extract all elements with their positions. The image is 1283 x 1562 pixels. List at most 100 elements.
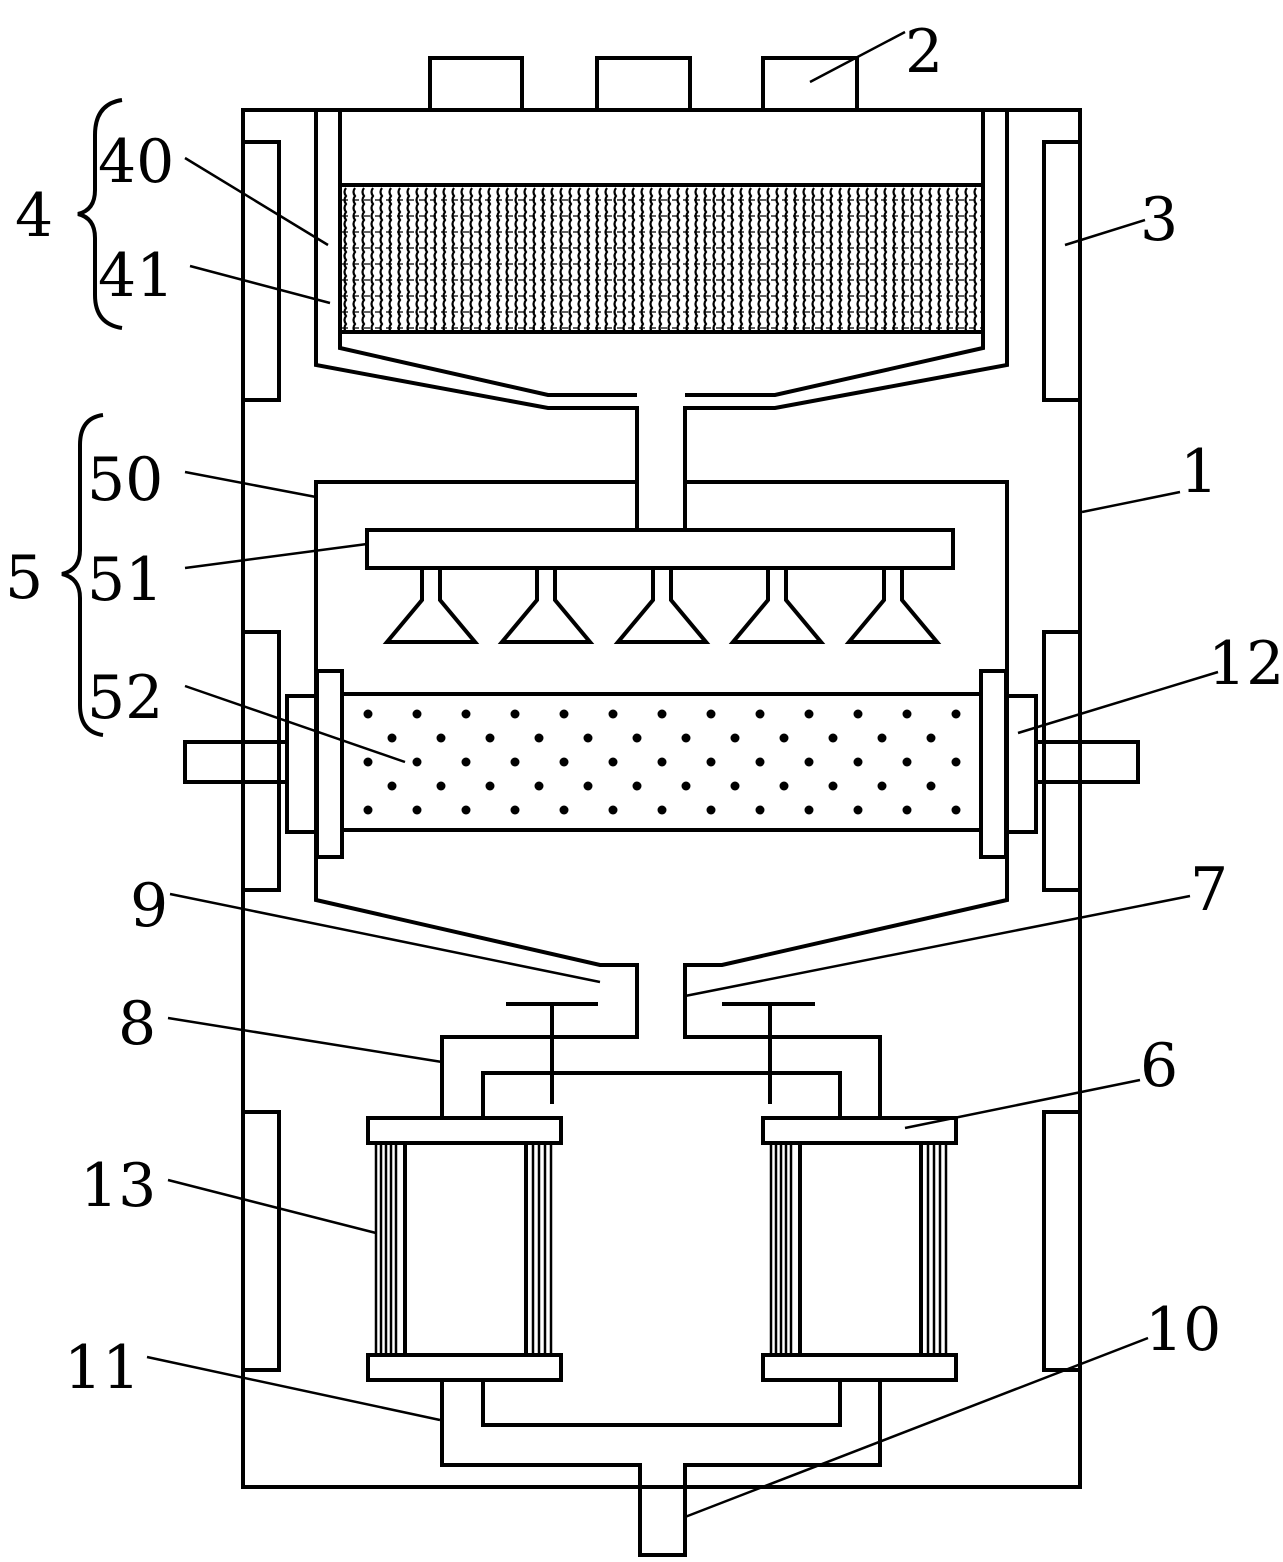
mesh-strand: [640, 187, 645, 333]
label-10: 10: [1145, 1295, 1221, 1365]
label-11: 11: [64, 1333, 140, 1403]
inlet-middle: [595, 56, 692, 110]
right-slot-bottom: [1042, 1110, 1082, 1372]
filter-dot: [779, 733, 789, 743]
label-13: 13: [80, 1151, 156, 1221]
mesh-strand: [487, 187, 492, 333]
canister-left-bottom-cap: [366, 1353, 563, 1382]
leader-12: [1017, 670, 1219, 735]
mesh-strand: [919, 187, 924, 333]
mesh-strand: [964, 187, 969, 333]
right-slot-middle: [1042, 630, 1082, 892]
filter-dot: [461, 805, 471, 815]
filter-dot: [853, 709, 863, 719]
label-8: 8: [118, 989, 156, 1059]
filter-dot: [902, 805, 912, 815]
mesh-strand: [496, 187, 501, 333]
mesh-strand: [586, 187, 591, 333]
leader-10: [684, 1336, 1149, 1519]
leader-9: [169, 892, 601, 984]
mesh-strand: [595, 187, 600, 333]
mesh-strand: [802, 187, 807, 333]
mesh-strand: [577, 187, 582, 333]
filter-dot: [657, 709, 667, 719]
mesh-strand: [676, 187, 681, 333]
filter-dot: [559, 709, 569, 719]
filter-dot: [363, 757, 373, 767]
label-9: 9: [130, 871, 168, 941]
mesh-strand: [865, 187, 870, 333]
filter-dot: [510, 805, 520, 815]
mesh-strand: [892, 187, 897, 333]
mesh-strand: [721, 187, 726, 333]
left-slot-middle: [241, 630, 281, 892]
spray-nozzles: [382, 568, 942, 644]
leader-52: [184, 684, 406, 764]
mesh-strand: [523, 187, 528, 333]
filter-dot: [828, 733, 838, 743]
chamber-wall-left: [314, 480, 639, 1118]
label-2: 2: [905, 17, 943, 87]
label-50: 50: [87, 445, 163, 515]
label-3: 3: [1140, 185, 1178, 255]
filter-dot: [559, 805, 569, 815]
filter-dot: [681, 733, 691, 743]
canister-right-coils: [769, 1143, 948, 1355]
filter-dot: [755, 757, 765, 767]
filter-dot: [510, 709, 520, 719]
leader-3: [1064, 218, 1146, 247]
mesh-strand: [856, 187, 861, 333]
mesh-strand: [352, 187, 357, 333]
filter-dot: [877, 733, 887, 743]
leader-50: [184, 470, 317, 499]
outer-pipe-bottom: [440, 1380, 882, 1557]
mesh-strand: [838, 187, 843, 333]
filter-dot: [853, 757, 863, 767]
spray-chamber: [314, 480, 1009, 1118]
left-slot-bottom: [241, 1110, 281, 1372]
mesh-strand: [811, 187, 816, 333]
inner-pipe-bottom: [481, 1380, 842, 1427]
mesh-strand: [847, 187, 852, 333]
filter-dot: [387, 781, 397, 791]
label-41: 41: [98, 241, 174, 311]
canister-left-top-cap: [366, 1116, 563, 1145]
filter-dot: [706, 757, 716, 767]
filter-dot: [951, 757, 961, 767]
filter-dot: [485, 733, 495, 743]
mesh-strand: [559, 187, 564, 333]
mesh-strand: [379, 187, 384, 333]
leader-6: [904, 1078, 1141, 1130]
filter-dot: [926, 733, 936, 743]
canister-left-body: [403, 1141, 528, 1357]
mesh-strand: [397, 187, 402, 333]
filter-dot: [657, 805, 667, 815]
mesh-strand: [388, 187, 393, 333]
filter-dot: [436, 733, 446, 743]
mesh-strand: [766, 187, 771, 333]
brace-4: [77, 98, 123, 330]
funnel-outer-left: [314, 110, 639, 528]
mesh-strand: [901, 187, 906, 333]
mesh-strand: [505, 187, 510, 333]
funnel-inner-right: [685, 110, 985, 397]
canister-right-top-cap: [761, 1116, 958, 1145]
filter-dot: [951, 805, 961, 815]
mesh-strand: [514, 187, 519, 333]
mesh-strand: [649, 187, 654, 333]
filter-dot: [387, 733, 397, 743]
left-bearing: [285, 694, 319, 834]
filter-dot: [632, 733, 642, 743]
canister-right-bottom-cap: [761, 1353, 958, 1382]
filter-cartridge: [340, 692, 983, 832]
leader-7: [684, 894, 1191, 998]
mesh-strand: [568, 187, 573, 333]
mesh-strand: [478, 187, 483, 333]
leader-51: [184, 542, 368, 570]
mesh-strand: [874, 187, 879, 333]
spray-manifold: [365, 528, 955, 570]
mesh-strand: [730, 187, 735, 333]
mesh-strand: [829, 187, 834, 333]
right-handle: [1034, 740, 1140, 784]
